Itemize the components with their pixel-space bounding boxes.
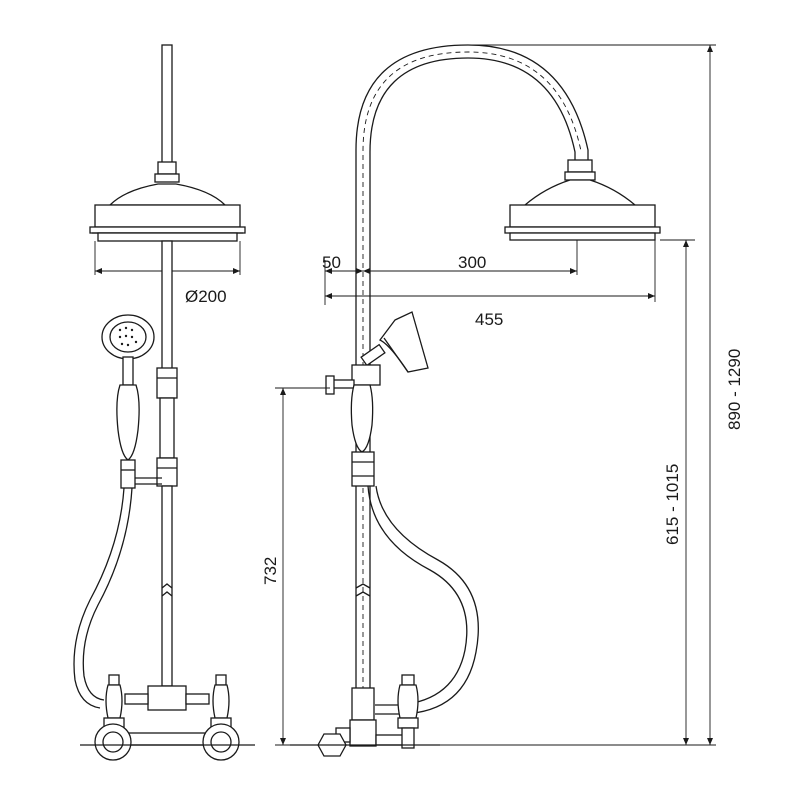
side-head-height-label: 615 - 1015 — [663, 464, 682, 545]
front-right-handle — [202, 674, 240, 761]
side-mixer — [290, 674, 440, 757]
front-hand-shower — [101, 314, 162, 489]
front-head-connector — [154, 161, 180, 183]
side-total-height-label: 890 - 1290 — [725, 349, 744, 430]
side-valve-height-dimension: 732 — [261, 387, 330, 746]
side-horizontal-dimensions: 50 300 455 — [322, 240, 656, 329]
side-hose — [367, 485, 479, 715]
front-diameter-label: Ø200 — [185, 287, 227, 306]
side-reach-label: 455 — [475, 310, 503, 329]
side-head-height-dimension: 615 - 1015 — [440, 239, 716, 746]
hand-shower-nozzles — [118, 326, 138, 347]
side-head-connector — [564, 159, 596, 181]
side-arm-label: 300 — [458, 253, 486, 272]
side-arch-pipe — [355, 44, 589, 745]
side-shower-head — [504, 179, 661, 241]
side-handle — [397, 674, 419, 749]
front-hose — [73, 487, 133, 709]
front-view: Ø200 — [73, 44, 255, 761]
front-mixer — [80, 674, 255, 761]
front-diameter-dimension: Ø200 — [94, 241, 241, 306]
front-left-handle — [94, 674, 132, 761]
front-shower-head — [89, 183, 246, 242]
side-total-height-dimension: 890 - 1290 — [468, 44, 744, 745]
side-hand-shower — [325, 311, 429, 597]
front-top-pipe — [161, 44, 173, 164]
side-offset-label: 50 — [322, 253, 341, 272]
side-view: 50 300 455 — [261, 44, 744, 757]
side-valve-height-label: 732 — [261, 557, 280, 585]
front-main-riser — [156, 240, 178, 687]
